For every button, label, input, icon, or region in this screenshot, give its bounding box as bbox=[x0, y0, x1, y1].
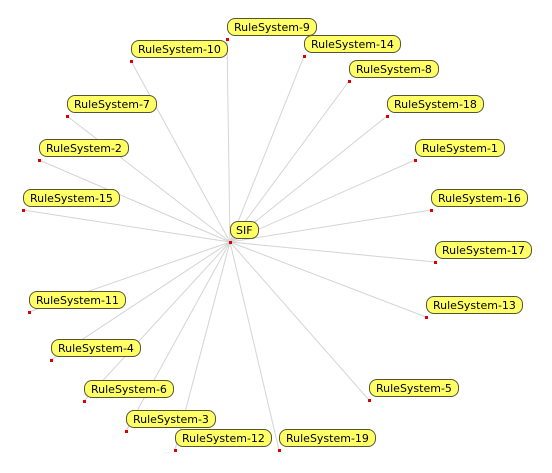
anchor-dot-sif bbox=[229, 241, 232, 244]
node-rulesystem-17[interactable]: RuleSystem-17 bbox=[435, 241, 532, 259]
node-rulesystem-5[interactable]: RuleSystem-5 bbox=[369, 379, 459, 397]
anchor-dot-rs10 bbox=[130, 60, 133, 63]
edge-sif-rs7 bbox=[66, 115, 231, 243]
node-rulesystem-7[interactable]: RuleSystem-7 bbox=[67, 95, 157, 113]
node-rulesystem-13[interactable]: RuleSystem-13 bbox=[426, 296, 523, 314]
anchor-dot-rs5 bbox=[368, 399, 371, 402]
anchor-dot-rs9 bbox=[226, 38, 229, 41]
anchor-dot-rs2 bbox=[38, 159, 41, 162]
node-sif[interactable]: SIF bbox=[230, 221, 259, 239]
anchor-dot-rs11 bbox=[28, 311, 31, 314]
edge-sif-rs17 bbox=[229, 241, 436, 263]
edge-sif-rs15 bbox=[22, 209, 231, 243]
edge-sif-rs13 bbox=[229, 241, 427, 318]
anchor-dot-rs13 bbox=[425, 316, 428, 319]
edge-sif-rs8 bbox=[229, 80, 350, 243]
edge-sif-rs14 bbox=[229, 55, 305, 243]
edge-sif-rs2 bbox=[38, 159, 231, 243]
node-rulesystem-15[interactable]: RuleSystem-15 bbox=[23, 189, 120, 207]
anchor-dot-rs19 bbox=[278, 449, 281, 452]
edge-sif-rs10 bbox=[130, 60, 231, 243]
anchor-dot-rs17 bbox=[434, 261, 437, 264]
anchor-dot-rs8 bbox=[348, 80, 351, 83]
node-rulesystem-11[interactable]: RuleSystem-11 bbox=[29, 291, 126, 309]
node-rulesystem-8[interactable]: RuleSystem-8 bbox=[349, 60, 439, 78]
node-rulesystem-2[interactable]: RuleSystem-2 bbox=[39, 139, 129, 157]
edge-sif-rs3 bbox=[125, 241, 231, 432]
node-rulesystem-18[interactable]: RuleSystem-18 bbox=[387, 95, 484, 113]
node-rulesystem-4[interactable]: RuleSystem-4 bbox=[51, 339, 141, 357]
node-rulesystem-16[interactable]: RuleSystem-16 bbox=[431, 189, 528, 207]
edge-sif-rs16 bbox=[229, 209, 432, 243]
anchor-dot-rs12 bbox=[174, 449, 177, 452]
node-rulesystem-14[interactable]: RuleSystem-14 bbox=[304, 35, 401, 53]
node-rulesystem-12[interactable]: RuleSystem-12 bbox=[175, 429, 272, 447]
edge-sif-rs5 bbox=[229, 241, 370, 401]
edge-sif-rs18 bbox=[229, 115, 388, 243]
node-rulesystem-10[interactable]: RuleSystem-10 bbox=[131, 40, 228, 58]
anchor-dot-rs18 bbox=[386, 115, 389, 118]
node-rulesystem-6[interactable]: RuleSystem-6 bbox=[84, 380, 174, 398]
anchor-dot-rs3 bbox=[125, 430, 128, 433]
anchor-dot-rs4 bbox=[50, 359, 53, 362]
node-rulesystem-9[interactable]: RuleSystem-9 bbox=[227, 18, 317, 36]
edge-sif-rs1 bbox=[229, 159, 416, 243]
edge-sif-rs19 bbox=[229, 241, 280, 451]
anchor-dot-rs16 bbox=[430, 209, 433, 212]
edge-sif-rs6 bbox=[83, 241, 231, 402]
node-rulesystem-1[interactable]: RuleSystem-1 bbox=[415, 139, 505, 157]
anchor-dot-rs15 bbox=[22, 209, 25, 212]
anchor-dot-rs14 bbox=[303, 55, 306, 58]
node-rulesystem-19[interactable]: RuleSystem-19 bbox=[279, 429, 376, 447]
node-rulesystem-3[interactable]: RuleSystem-3 bbox=[126, 410, 216, 428]
anchor-dot-rs6 bbox=[83, 400, 86, 403]
anchor-dot-rs1 bbox=[414, 159, 417, 162]
anchor-dot-rs7 bbox=[66, 115, 69, 118]
edge-sif-rs9 bbox=[226, 38, 231, 243]
